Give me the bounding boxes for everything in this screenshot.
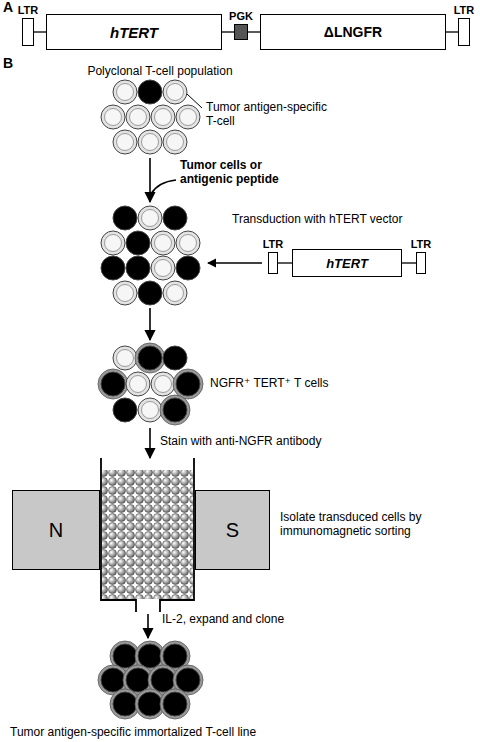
t-cell (101, 256, 125, 280)
t-cell (163, 206, 187, 230)
element-label: LTR (411, 238, 432, 250)
element-name: S (226, 519, 239, 542)
t-cell (113, 130, 137, 154)
flow-arrow (149, 158, 151, 202)
element-name: hTERT (326, 256, 368, 271)
flow-arrow (147, 614, 149, 638)
magnet-pole: S (195, 490, 270, 570)
t-cell (126, 256, 150, 280)
t-cell (138, 281, 162, 305)
element-name: N (49, 519, 63, 542)
element-label: LTR (18, 4, 39, 16)
t-cell (101, 231, 125, 255)
promoter-box: PGK (234, 24, 248, 40)
panel-label: A (3, 0, 23, 14)
t-cell (151, 372, 175, 396)
t-cell (176, 231, 200, 255)
t-cell (138, 398, 162, 422)
t-cell (101, 105, 125, 129)
gene-box: hTERT (292, 249, 402, 277)
t-cell (135, 343, 165, 373)
t-cell (113, 281, 137, 305)
element-name: hTERT (110, 24, 158, 41)
vector-backbone (402, 262, 416, 263)
element-label: LTR (263, 238, 284, 250)
vector-backbone (446, 31, 458, 32)
t-cell (163, 80, 187, 104)
magnet-pole: N (12, 490, 100, 570)
t-cell (163, 346, 187, 370)
population-label: NGFR⁺ TERT⁺ T cells (210, 376, 410, 390)
t-cell (163, 281, 187, 305)
t-cell (113, 80, 137, 104)
step-label: IL-2, expand and clone (162, 612, 362, 626)
step-label: Transduction with hTERT vector (232, 212, 472, 226)
t-cell (176, 256, 200, 280)
vector-backbone (222, 31, 234, 32)
flow-arrow (149, 308, 151, 340)
ltr-box: LTR (22, 18, 34, 46)
vector-backbone (248, 31, 260, 32)
t-cell (113, 206, 137, 230)
caption-label: Tumor antigen-specific immortalized T-ce… (10, 725, 470, 739)
stimulus-label: Tumor cells or antigenic peptide (180, 158, 298, 186)
element-label: PGK (229, 10, 253, 22)
bead-column (102, 470, 193, 599)
t-cell (126, 105, 150, 129)
t-cell (98, 369, 128, 399)
t-cell (151, 231, 175, 255)
t-cell (138, 130, 162, 154)
element-name: ΔLNGFR (324, 24, 382, 40)
population-label: Polyclonal T-cell population (60, 64, 260, 78)
step-label: Isolate transduced cells by immunomagnet… (280, 510, 470, 538)
column-wall (101, 458, 194, 612)
flow-arrow (149, 428, 151, 458)
merge-arrow (151, 180, 176, 194)
panel-label: B (3, 56, 23, 70)
ltr-box: LTR (416, 252, 426, 274)
ltr-box: LTR (458, 18, 470, 46)
gene-box: ΔLNGFR (260, 14, 446, 50)
vector-backbone (278, 262, 292, 263)
t-cell (113, 398, 137, 422)
step-label: Stain with anti-NGFR antibody (160, 434, 410, 448)
t-cell (138, 80, 162, 104)
gene-box: hTERT (46, 14, 222, 50)
t-cell (163, 130, 187, 154)
t-cell (126, 231, 150, 255)
element-label: LTR (454, 4, 475, 16)
t-cell (160, 689, 190, 719)
t-cell (126, 372, 150, 396)
callout-label: Tumor antigen-specific T-cell (206, 100, 331, 128)
t-cell (176, 105, 200, 129)
t-cell (151, 256, 175, 280)
t-cell (151, 105, 175, 129)
t-cell (138, 206, 162, 230)
t-cell (113, 346, 137, 370)
flow-arrow (208, 262, 262, 263)
t-cell (173, 369, 203, 399)
vector-backbone (34, 31, 46, 32)
ltr-box: LTR (268, 252, 278, 274)
t-cell (160, 395, 190, 425)
